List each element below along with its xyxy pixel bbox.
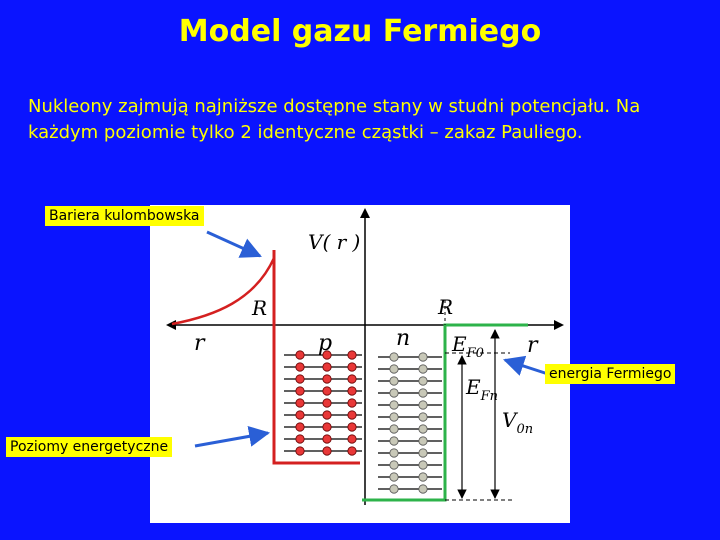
v0n-subscript: 0n (516, 422, 533, 437)
neutron-particle (389, 424, 399, 434)
neutron-particle (418, 472, 428, 482)
neutron-particle (418, 484, 428, 494)
proton-particle (347, 386, 357, 396)
neutron-particle (418, 400, 428, 410)
neutron-well (362, 323, 528, 502)
energy-levels (284, 350, 442, 494)
efn-subscript: Fn (480, 389, 498, 404)
neutron-particle (418, 448, 428, 458)
proton-particle (347, 362, 357, 372)
radius-left-label: R (251, 296, 267, 320)
proton-particle (347, 374, 357, 384)
r-right-label: r (527, 333, 539, 358)
neutron-particle (389, 484, 399, 494)
proton-particle (322, 386, 332, 396)
v-axis-arrow (360, 208, 370, 218)
r-axis-left-arrow (166, 320, 176, 330)
proton-particle (295, 446, 305, 456)
ef0-label: EF0 (451, 332, 484, 361)
proton-particle (295, 434, 305, 444)
proton-particle (347, 422, 357, 432)
r-left-label: r (194, 331, 206, 356)
description: Nukleony zajmują najniższe dostępne stan… (28, 94, 688, 146)
neutron-particle (418, 460, 428, 470)
neutron-particle (389, 460, 399, 470)
proton-particle (295, 410, 305, 420)
proton-particle (322, 422, 332, 432)
neutron-label: n (396, 326, 410, 351)
proton-well (272, 250, 360, 465)
neutron-particle (389, 364, 399, 374)
proton-particle (347, 398, 357, 408)
proton-label: p (318, 331, 332, 356)
ef0-subscript: F0 (466, 346, 484, 361)
radius-right-label: R (437, 295, 453, 319)
efn-letter: E (465, 375, 481, 399)
v0n-letter: V (502, 408, 519, 432)
neutron-particle (389, 352, 399, 362)
r-axis-right-arrow (554, 320, 564, 330)
neutron-particle (418, 352, 428, 362)
neutron-particle (389, 448, 399, 458)
proton-particle (322, 410, 332, 420)
description-line-2: każdym poziomie tylko 2 identyczne cząst… (28, 122, 583, 143)
proton-particle (322, 362, 332, 372)
fermi-energy-callout: energia Fermiego (545, 364, 676, 384)
proton-particle (347, 350, 357, 360)
neutron-particle (418, 364, 428, 374)
coulomb-barrier-curve (171, 257, 276, 326)
proton-particle (322, 374, 332, 384)
description-line-1: Nukleony zajmują najniższe dostępne stan… (28, 96, 641, 117)
proton-particle (347, 446, 357, 456)
coulomb-barrier-callout: Bariera kulombowska (45, 206, 204, 226)
neutron-particle (389, 388, 399, 398)
fermi-callout-arrow (503, 355, 549, 376)
neutron-particle (389, 472, 399, 482)
levels-callout-arrow (194, 425, 271, 448)
proton-particle (347, 434, 357, 444)
neutron-particle (389, 400, 399, 410)
energy-levels-callout: Poziomy energetyczne (6, 437, 173, 457)
proton-particle (295, 398, 305, 408)
proton-particle (322, 446, 332, 456)
neutron-particle (389, 376, 399, 386)
proton-particle (295, 374, 305, 384)
proton-particle (295, 362, 305, 372)
proton-particle (322, 434, 332, 444)
neutron-particle (418, 412, 428, 422)
ef0-letter: E (451, 332, 467, 356)
proton-particle (347, 410, 357, 420)
proton-particle (295, 422, 305, 432)
diagram-panel (150, 205, 570, 523)
neutron-particle (418, 436, 428, 446)
proton-particle (322, 350, 332, 360)
efn-label: EFn (465, 375, 498, 404)
proton-particle (295, 350, 305, 360)
v0n-label: V0n (502, 408, 533, 437)
neutron-particle (389, 436, 399, 446)
neutron-particle (418, 424, 428, 434)
slide-title: Model gazu Fermiego (178, 14, 542, 49)
neutron-particle (418, 376, 428, 386)
potential-label: V( r ) (308, 230, 360, 254)
proton-particle (322, 398, 332, 408)
barrier-callout-arrow (206, 230, 262, 258)
neutron-particle (389, 412, 399, 422)
neutron-particle (418, 388, 428, 398)
proton-particle (295, 386, 305, 396)
